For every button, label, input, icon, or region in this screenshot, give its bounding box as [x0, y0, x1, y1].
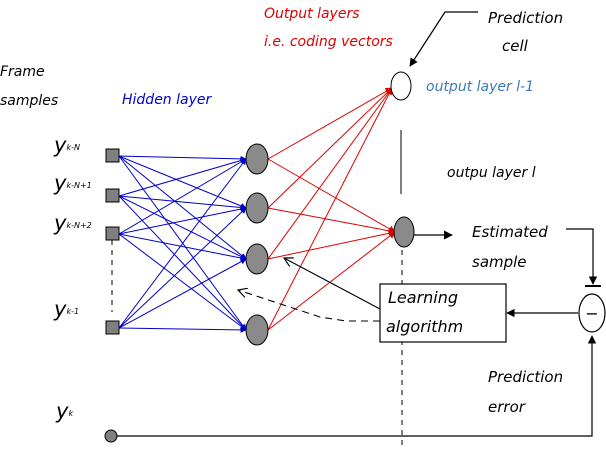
input-label-k: yk: [55, 399, 73, 423]
prediction-cell-pointer: [409, 11, 478, 67]
estimated-sample-label-1: Estimated: [472, 223, 548, 241]
learning-algorithm-label-1: Learning: [388, 288, 458, 307]
output-layer-cur-label: outpu layer l: [447, 165, 536, 181]
connection-hidden3-output2: [267, 229, 396, 260]
connection-hidden1-output2: [267, 158, 396, 233]
output-layers-label-2: i.e. coding vectors: [264, 34, 393, 50]
connection-input4-hidden2: [118, 207, 247, 329]
connection-input1-hidden2: [118, 155, 247, 209]
true-sample-line: [117, 335, 597, 437]
connection-input1-hidden1: [118, 155, 247, 162]
estimated-sample-label-2: sample: [472, 253, 527, 271]
difference-node: [578, 293, 606, 333]
input-label-k-N2: yk-N+2: [53, 211, 92, 235]
frame-samples-label-1: Frame: [0, 64, 45, 80]
connection-hidden4-output1: [267, 87, 393, 331]
connection-input3-hidden1: [118, 158, 247, 235]
difference-symbol: −: [585, 304, 598, 323]
connection-input3-hidden4: [118, 233, 247, 331]
input-node-k-N1: [105, 188, 120, 203]
input-hidden-connections: [118, 155, 247, 333]
input-node-k: [104, 429, 118, 443]
connection-input2-hidden2: [118, 195, 247, 211]
output-neuron: [393, 216, 415, 248]
hidden-output-connections: [267, 87, 396, 331]
connection-input2-hidden1: [118, 157, 247, 197]
output-layers-label-1: Output layers: [264, 6, 360, 22]
frame-samples-label-2: samples: [0, 93, 58, 109]
input-label-k-N: yk-N: [53, 133, 80, 157]
connection-input2-hidden4: [118, 195, 247, 331]
connection-input1-hidden3: [118, 155, 247, 260]
input-node-k-1: [105, 320, 120, 335]
connection-hidden2-output1: [267, 87, 393, 209]
connection-input3-hidden2: [118, 206, 247, 235]
connection-hidden2-output2: [267, 207, 396, 235]
prediction-cell-label-2: cell: [502, 37, 529, 55]
output-layer-prev-label: output layer l-1: [426, 79, 534, 95]
input-node-k-N: [105, 148, 120, 163]
learning-algorithm-label-2: algorithm: [386, 317, 463, 336]
weight-update-arrow: [284, 258, 381, 310]
connection-hidden3-output1: [267, 87, 393, 260]
connection-hidden4-output2: [267, 231, 396, 331]
hidden-neuron-4: [245, 314, 269, 346]
hidden-neuron-1: [245, 143, 269, 175]
input-label-k-1: yk-1: [53, 297, 79, 321]
prediction-cell-node: [390, 71, 412, 101]
estimate-to-difference-line: [566, 228, 598, 285]
prediction-error-label-1: Prediction: [488, 368, 563, 386]
hidden-neuron-3: [245, 243, 269, 275]
connection-input3-hidden3: [118, 233, 247, 261]
connection-input2-hidden3: [118, 195, 247, 260]
learning-algorithm-box: [379, 283, 507, 343]
connection-input4-hidden3: [118, 258, 247, 329]
prediction-cell-label-1: Prediction: [488, 9, 563, 27]
input-node-k-N2: [105, 226, 120, 241]
hidden-layer-label: Hidden layer: [122, 92, 212, 108]
weight-update-dashed-arrow: [238, 290, 380, 322]
input-label-k-N1: yk-N+1: [53, 171, 92, 195]
connection-input4-hidden4: [118, 326, 247, 333]
connection-hidden1-output1: [267, 87, 393, 160]
connection-input4-hidden1: [118, 158, 247, 329]
hidden-neuron-2: [245, 192, 269, 224]
prediction-error-label-2: error: [488, 398, 526, 416]
